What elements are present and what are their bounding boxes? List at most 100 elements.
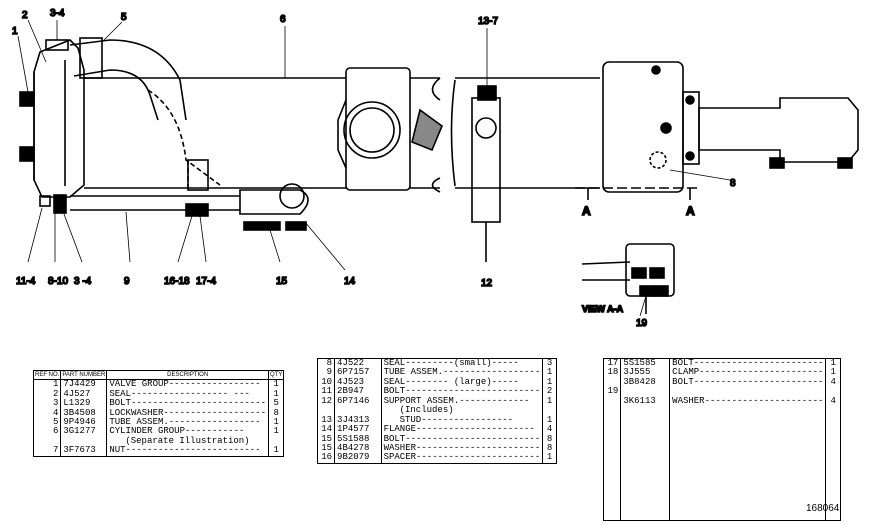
ref-cell: 19: [603, 386, 622, 397]
callout-11-4: 11-4: [16, 276, 36, 287]
ref-cell: 15: [317, 434, 336, 444]
callout-6: 6: [280, 14, 286, 25]
part-number-cell: 1P4577: [334, 424, 382, 435]
callout-9: 9: [124, 276, 130, 287]
ref-cell: 3: [33, 398, 62, 409]
ref-cell: 8: [317, 358, 336, 369]
ref-cell: 6: [33, 427, 62, 437]
view-a-a-detail: [581, 243, 675, 314]
part-number-cell: 4J527: [60, 389, 108, 400]
description-cell: SEAL---------(small)-----: [381, 358, 544, 369]
part-number-cell: [334, 406, 382, 416]
callout-16-18: 16-18: [164, 276, 190, 287]
section-label-left: A: [582, 204, 591, 218]
part-number-cell: 5S1588: [334, 434, 382, 444]
qty-cell: 4: [546, 424, 553, 435]
view-label: VIEW A-A: [582, 304, 624, 314]
table-header-row: REF NO. PART NUMBER DESCRIPTION QTY: [33, 370, 284, 381]
qty-cell: 1: [273, 379, 279, 390]
ref-cell: [33, 436, 62, 447]
qty-cell: 4: [830, 395, 836, 406]
qty-cell: 1: [546, 376, 553, 387]
valve-group: [19, 39, 85, 214]
part-number-cell: 4B4278: [334, 443, 382, 454]
description-cell: BOLT-------------------------: [106, 398, 269, 409]
description-cell: CLAMP-----------------------: [669, 367, 827, 378]
table-row: 19: [603, 386, 841, 397]
table-row: (Separate Illustration): [33, 436, 284, 447]
filler-cell: [620, 406, 671, 521]
cylinder-group: [84, 67, 600, 193]
callout-19: 19: [636, 318, 648, 329]
qty-cell: 8: [546, 442, 553, 453]
callout-8: 8: [730, 178, 736, 189]
callout-1: 1: [12, 26, 18, 37]
callout-13-7: 13-7: [478, 16, 498, 27]
description-cell: STUD-----------------: [381, 415, 544, 426]
ref-cell: 17: [603, 358, 622, 369]
qty-cell: 8: [273, 407, 279, 418]
qty-cell: 1: [546, 367, 553, 378]
ref-cell: 13: [317, 415, 336, 426]
part-number-cell: L1329: [60, 398, 108, 409]
qty-header: QTY: [268, 370, 284, 381]
qty-cell: 1: [273, 417, 279, 428]
part-number-cell: 3B4508: [60, 408, 108, 419]
qty-cell: 2: [546, 386, 553, 397]
part-number-header: PART NUMBER: [60, 370, 108, 381]
qty-cell: 1: [273, 388, 279, 399]
description-cell: (Separate Illustration): [106, 436, 269, 447]
callout-2: 2: [22, 10, 28, 21]
ref-cell: [603, 396, 622, 407]
description-cell: SPACER-----------------------: [381, 453, 544, 464]
description-cell: NUT-------------------------: [106, 446, 269, 457]
ref-cell: 1: [33, 380, 62, 390]
part-number-cell: 6P7157: [334, 367, 382, 378]
part-number-cell: 7J4429: [60, 380, 108, 390]
description-cell: [669, 387, 827, 397]
ref-cell: 10: [317, 377, 336, 388]
table-row: (Includes): [317, 405, 557, 416]
description-cell: BOLT-------------------------: [381, 434, 544, 444]
part-number-cell: 3K6113: [620, 396, 671, 407]
description-cell: WASHER-----------------------: [381, 443, 544, 454]
description-cell: SUPPORT ASSEM.-------------: [381, 396, 544, 407]
qty-cell: 1: [546, 395, 553, 406]
ref-header: REF NO.: [33, 370, 62, 381]
qty-cell: 1: [830, 358, 836, 368]
qty-cell: 4: [830, 376, 836, 387]
part-number-cell: 3B8428: [620, 377, 671, 388]
part-number-cell: 4J522: [334, 358, 382, 369]
description-cell: TUBE ASSEM.-----------------: [106, 417, 269, 428]
tube-assembly-lower: [70, 183, 309, 231]
callout-15: 15: [276, 276, 288, 287]
description-cell: VALVE GROUP-----------------: [106, 380, 269, 390]
ref-cell: 16: [317, 453, 336, 464]
qty-cell: 5: [273, 398, 279, 409]
part-number-cell: 3G1277: [60, 427, 108, 437]
description-cell: WASHER----------------------: [669, 396, 827, 407]
tube-assembly-upper: [69, 37, 187, 121]
description-cell: SEAL------------------ ---: [106, 389, 269, 400]
filler-cell: [669, 406, 827, 521]
rod-end: [602, 61, 859, 193]
qty-cell: 1: [273, 426, 279, 437]
part-number-cell: 3F7673: [60, 446, 108, 457]
part-number-cell: 3J4313: [334, 415, 382, 426]
description-cell: BOLT-------------------------: [381, 386, 544, 397]
ref-cell: 5: [33, 417, 62, 428]
